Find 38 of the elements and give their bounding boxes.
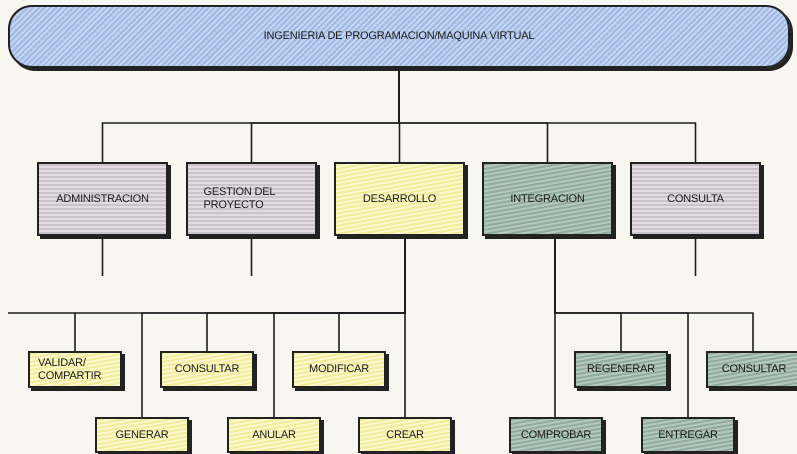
box-label: INGENIERIA DE PROGRAMACION/MAQUINA VIRTUAL <box>264 30 534 43</box>
task-box <box>706 351 797 388</box>
module-box <box>482 162 613 236</box>
box-label: DESARROLLO <box>362 192 436 206</box>
connector-line <box>404 236 406 417</box>
box-label: CONSULTA <box>667 192 724 206</box>
box-label: MODIFICAR <box>309 363 369 376</box>
task-box <box>574 351 668 388</box>
connector-line <box>694 236 696 276</box>
task-box <box>292 351 386 388</box>
box-label: ADMINISTRACION <box>56 192 149 206</box>
task-box <box>641 417 735 453</box>
box-label: GENERAR <box>116 428 168 442</box>
box-label: INTEGRACION <box>510 192 585 206</box>
box-label: COMPROBAR <box>520 428 592 442</box>
module-box <box>37 162 168 236</box>
module-box <box>186 162 317 236</box>
connector-line <box>250 236 252 276</box>
title-banner <box>8 5 790 68</box>
connector-line <box>102 236 104 276</box>
box-label: CREAR <box>386 428 424 442</box>
box-label: CONSULTAR <box>174 363 240 376</box>
connector-line <box>398 68 696 162</box>
box-label: REGENERAR <box>587 363 655 376</box>
module-box <box>630 162 761 236</box>
module-box <box>334 162 465 236</box>
task-box <box>95 417 189 453</box>
task-box <box>227 417 321 453</box>
box-label: ENTREGAR <box>658 428 718 442</box>
box-label: VALIDAR/ COMPARTIR <box>38 356 102 382</box>
task-box <box>358 417 452 453</box>
task-box <box>28 351 122 388</box>
task-box <box>509 417 603 453</box>
box-label: CONSULTAR <box>722 363 786 376</box>
box-label: ANULAR <box>252 428 296 442</box>
task-box <box>160 351 254 388</box>
box-label: GESTION DEL PROYECTO <box>204 186 276 212</box>
connector-line <box>554 236 754 351</box>
